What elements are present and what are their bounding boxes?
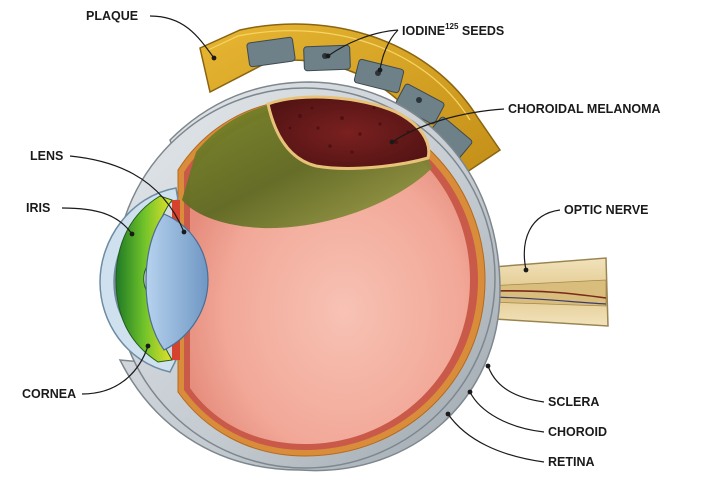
- leader-sclera: [488, 366, 544, 402]
- label-cornea: CORNEA: [22, 387, 76, 401]
- label-choroid: CHOROID: [548, 425, 607, 439]
- label-choroidal-melanoma: CHOROIDAL MELANOMA: [508, 102, 661, 116]
- label-plaque: PLAQUE: [86, 9, 138, 23]
- label-iodine-seeds: IODINE125 SEEDS: [402, 22, 504, 38]
- label-sclera: SCLERA: [548, 395, 599, 409]
- label-optic-nerve: OPTIC NERVE: [564, 203, 649, 217]
- leader-retina: [448, 414, 544, 462]
- leader-optic-nerve: [524, 210, 560, 270]
- label-lens: LENS: [30, 149, 63, 163]
- leader-choroid: [470, 392, 544, 432]
- label-iris: IRIS: [26, 201, 50, 215]
- label-retina: RETINA: [548, 455, 595, 469]
